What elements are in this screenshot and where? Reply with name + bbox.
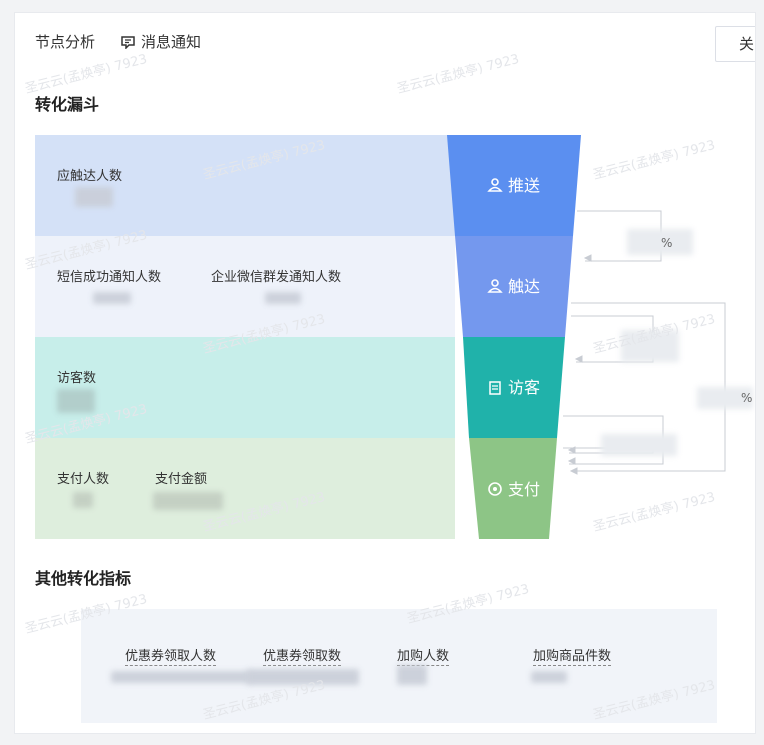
- close-button[interactable]: 关闭: [715, 26, 755, 62]
- message-icon: [121, 35, 135, 49]
- metric-value-redacted: [265, 292, 301, 304]
- stage-label-visit: 访客: [508, 378, 540, 397]
- metric-label-paying-users: 支付人数: [57, 472, 110, 487]
- funnel-stage-visit[interactable]: [463, 337, 565, 438]
- conversion-rate-redacted: [601, 434, 677, 456]
- metric-value-redacted: [153, 492, 223, 510]
- payment-icon: [488, 482, 502, 496]
- node-analysis-panel: 节点分析 消息通知 关闭 转化漏斗 应触达人数 短信成功通知人数 企业微信群发通…: [14, 12, 756, 734]
- stage-label-push: 推送: [508, 176, 540, 195]
- tab-bar: 节点分析 消息通知 关闭: [15, 13, 755, 69]
- other-metrics-panel: 优惠券领取人数 优惠券领取数 加购人数 加购商品件数: [81, 609, 717, 723]
- funnel-stage-push[interactable]: [447, 135, 581, 236]
- metric-label-should-reach: 应触达人数: [57, 169, 123, 184]
- metric-label-sms-success: 短信成功通知人数: [57, 270, 162, 285]
- metric-value-redacted: [73, 492, 93, 508]
- funnel-stage-reach[interactable]: [455, 236, 573, 337]
- funnel-band-visit: 访客数: [35, 337, 455, 438]
- conversion-funnel: 推送 触达 访客 支付 %: [447, 135, 753, 539]
- metric-value-redacted: [111, 671, 251, 683]
- metric-add-to-cart-items[interactable]: 加购商品件数: [533, 645, 612, 666]
- conversion-rate-redacted: [627, 229, 693, 255]
- metric-value-redacted: [397, 665, 427, 685]
- metric-coupon-claim-count[interactable]: 优惠券领取数: [263, 645, 342, 666]
- metric-value-redacted: [247, 669, 359, 685]
- conversion-rate-suffix: %: [741, 391, 752, 405]
- funnel-band-push: 应触达人数: [35, 135, 455, 236]
- metric-label-wecom-group: 企业微信群发通知人数: [211, 270, 342, 285]
- conversion-rate-redacted: [621, 330, 679, 362]
- metric-add-to-cart-users[interactable]: 加购人数: [397, 645, 450, 666]
- metric-value-redacted: [531, 671, 567, 683]
- metric-value-redacted: [57, 389, 95, 413]
- funnel-band-reach: 短信成功通知人数 企业微信群发通知人数: [35, 236, 455, 337]
- funnel-section-title: 转化漏斗: [35, 95, 100, 114]
- stage-label-pay: 支付: [508, 480, 540, 499]
- document-icon: [489, 381, 501, 395]
- tab-message-label: 消息通知: [141, 33, 202, 51]
- user-icon: [487, 178, 503, 192]
- tab-message-notification[interactable]: 消息通知: [121, 31, 201, 52]
- funnel-stage-pay[interactable]: [469, 438, 557, 539]
- metric-coupon-claim-users[interactable]: 优惠券领取人数: [125, 645, 217, 666]
- stage-label-reach: 触达: [508, 277, 540, 296]
- user-icon: [487, 279, 503, 293]
- funnel-band-pay: 支付人数 支付金额: [35, 438, 455, 539]
- metric-value-redacted: [75, 187, 113, 207]
- metric-label-visitors: 访客数: [57, 371, 97, 386]
- conversion-rate-redacted: [697, 387, 753, 409]
- other-metrics-section-title: 其他转化指标: [35, 569, 132, 588]
- metric-value-redacted: [93, 292, 131, 304]
- metric-label-payment-amount: 支付金额: [155, 472, 208, 487]
- conversion-rate-suffix: %: [661, 236, 672, 250]
- tab-node-analysis[interactable]: 节点分析: [35, 33, 96, 51]
